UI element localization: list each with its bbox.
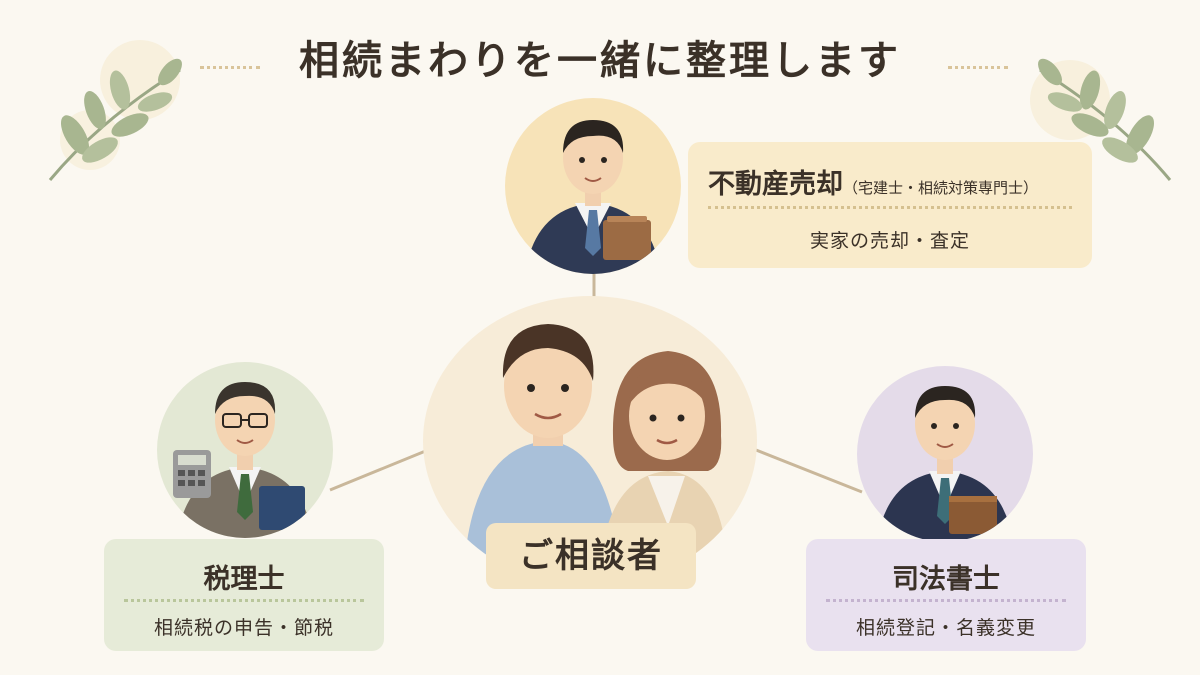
- real-estate-qualifications: （宅建士・相続対策専門士）: [843, 179, 1039, 197]
- tax-accountant-avatar: [157, 362, 333, 538]
- title-decoration-left: [200, 66, 260, 69]
- real-estate-service: 実家の売却・査定: [809, 230, 970, 252]
- calculator-icon: [173, 450, 211, 498]
- card-divider: [124, 599, 364, 602]
- legal-service: 相続登記・名義変更: [855, 617, 1036, 639]
- client-label: ご相談者: [486, 523, 696, 589]
- card-divider: [826, 599, 1066, 602]
- leaf-branch-icon: [48, 40, 182, 181]
- real-estate-card: 不動産売却（宅建士・相続対策専門士） 実家の売却・査定: [688, 142, 1092, 268]
- judicial-scrivener-avatar: [857, 366, 1033, 542]
- connector-right: [755, 448, 863, 494]
- tax-service: 相続税の申告・節税: [153, 617, 334, 639]
- leaf-branch-icon: [1030, 58, 1172, 181]
- real-estate-agent-avatar: [505, 98, 681, 274]
- real-estate-title: 不動産売却（宅建士・相続対策専門士）: [688, 162, 1092, 201]
- title-decoration-right: [948, 66, 1008, 69]
- real-estate-title-text: 不動産売却: [708, 169, 843, 200]
- legal-title: 司法書士: [892, 564, 1000, 595]
- tax-title: 税理士: [203, 564, 285, 595]
- legal-card: 司法書士 相続登記・名義変更: [806, 539, 1086, 651]
- connector-left: [329, 448, 429, 492]
- book-icon: [949, 496, 997, 534]
- page-title: 相続まわりを一緒に整理します: [299, 38, 901, 84]
- card-divider: [708, 206, 1072, 209]
- tax-card: 税理士 相続税の申告・節税: [104, 539, 384, 651]
- folder-icon: [603, 216, 651, 260]
- book-icon: [259, 486, 305, 530]
